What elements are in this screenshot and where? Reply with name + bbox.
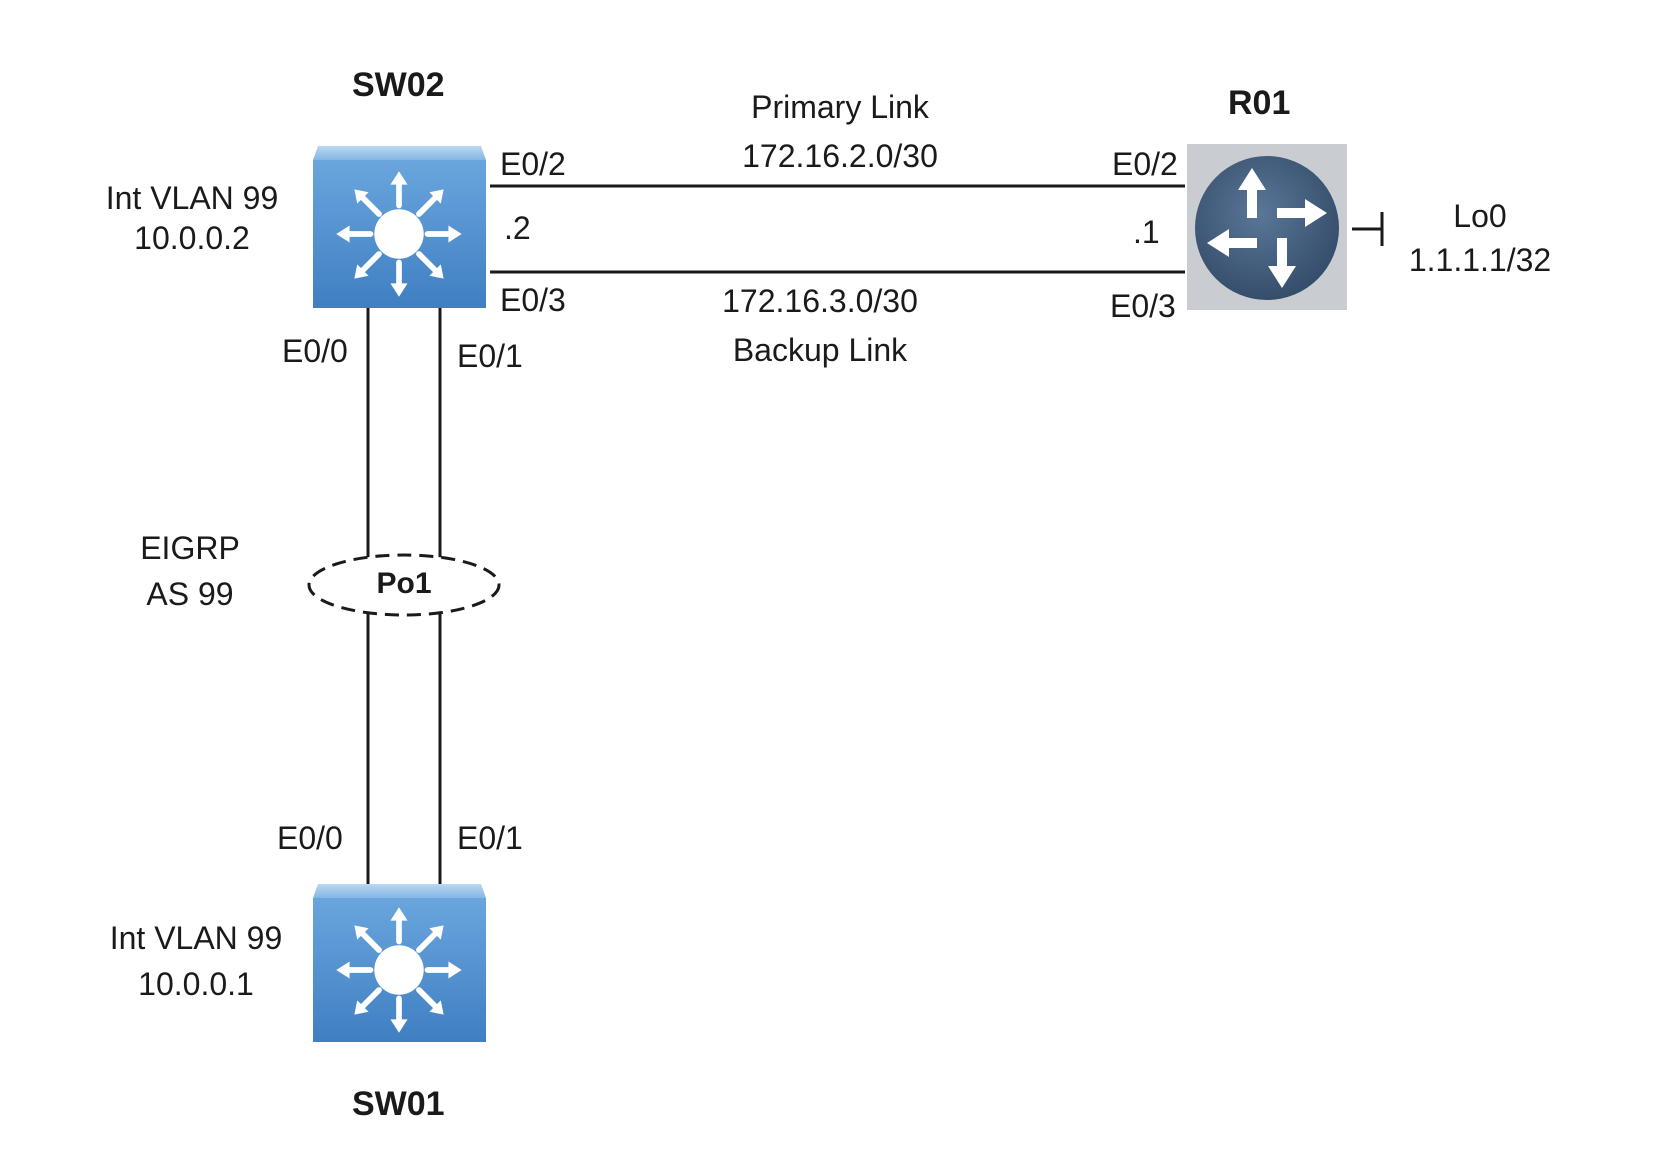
r01-e02-label: E0/2 xyxy=(1112,146,1178,182)
sw02-e03-label: E0/3 xyxy=(500,282,566,318)
loopback-ip: 1.1.1.1/32 xyxy=(1408,242,1552,278)
sw01-switch-icon[interactable] xyxy=(313,884,486,1042)
sw01-name: SW01 xyxy=(352,1085,445,1123)
loopback-name: Lo0 xyxy=(1453,198,1507,234)
sw02-host-label: .2 xyxy=(504,210,531,246)
sw02-switch-icon[interactable] xyxy=(313,146,486,308)
portchannel-name: Po1 xyxy=(376,567,432,600)
primary-link-subnet: 172.16.2.0/30 xyxy=(742,138,938,174)
sw02-name: SW02 xyxy=(352,66,445,104)
sw02-e02-label: E0/2 xyxy=(500,146,566,182)
r01-name: R01 xyxy=(1228,84,1291,122)
sw01-e00-label: E0/0 xyxy=(277,820,343,856)
r01-host-label: .1 xyxy=(1133,214,1160,250)
primary-link-label: Primary Link xyxy=(751,89,929,125)
sw02-e01-label: E0/1 xyxy=(457,338,523,374)
eigrp-label: EIGRP xyxy=(140,530,240,566)
sw02-ip-label: 10.0.0.2 xyxy=(134,220,250,256)
portchannel-ellipse xyxy=(307,553,501,617)
r01-router-icon[interactable] xyxy=(1187,144,1347,310)
sw02-e00-label: E0/0 xyxy=(282,333,348,369)
sw02-vlan-label: Int VLAN 99 xyxy=(105,180,279,216)
sw01-ip-label: 10.0.0.1 xyxy=(138,966,254,1002)
backup-link-subnet: 172.16.3.0/30 xyxy=(722,283,918,319)
r01-e03-label: E0/3 xyxy=(1110,288,1176,324)
backup-link-label: Backup Link xyxy=(732,332,908,368)
eigrp-as-label: AS 99 xyxy=(146,576,234,612)
sw01-e01-label: E0/1 xyxy=(457,820,523,856)
sw01-vlan-label: Int VLAN 99 xyxy=(109,920,283,956)
